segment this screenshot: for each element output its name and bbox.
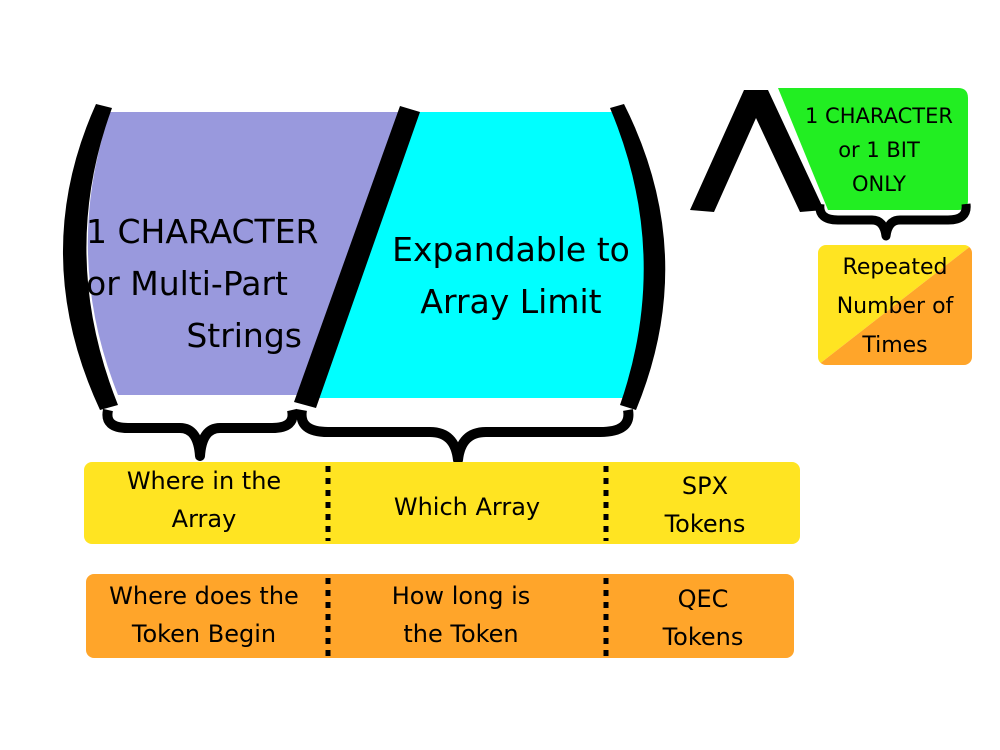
- left-segment-label: 1 CHARACTER or Multi-Part Strings: [86, 206, 338, 362]
- qec-col-label: QEC Tokens: [612, 580, 794, 656]
- spx-col-where-line-1: Where in the: [126, 467, 282, 495]
- middle-brace: [296, 409, 634, 465]
- repeat-box-line-2: Number of: [836, 294, 954, 319]
- spx-col-label: SPX Tokens: [612, 467, 798, 543]
- caret-box-line-2: or 1 BIT: [838, 138, 920, 162]
- left-segment-fill: [87, 112, 398, 395]
- left-brace: [102, 408, 298, 461]
- spx-col-which: Which Array: [334, 488, 600, 526]
- spx-row: [84, 462, 800, 544]
- qec-col-begin: Where does the Token Begin: [86, 577, 322, 653]
- qec-col-begin-line-1: Where does the: [109, 582, 299, 610]
- left-segment-line-3: Strings: [186, 316, 302, 355]
- middle-segment-line-1: Expandable to: [392, 230, 630, 269]
- qec-col-length-line-1: How long is: [391, 582, 531, 610]
- caret-box-label: 1 CHARACTER or 1 BIT ONLY: [794, 99, 964, 201]
- spx-col-which-line-1: Which Array: [393, 493, 541, 521]
- repeat-box: [818, 245, 972, 365]
- qec-col-label-line-1: QEC: [677, 585, 729, 613]
- repeat-box-line-1: Repeated: [842, 255, 948, 280]
- spx-col-where-line-2: Array: [171, 505, 237, 533]
- qec-col-length: How long is the Token: [334, 577, 588, 653]
- left-segment-line-1: 1 CHARACTER: [86, 212, 319, 251]
- repeat-box-line-3: Times: [862, 333, 928, 358]
- spx-col-label-line-1: SPX: [681, 472, 729, 500]
- left-segment-line-2: or Multi-Part: [86, 264, 288, 303]
- middle-segment-fill: [312, 112, 659, 398]
- caret-box: [778, 88, 968, 210]
- caret-box-line-3: ONLY: [852, 172, 906, 196]
- caret-box-line-1: 1 CHARACTER: [805, 104, 953, 128]
- spx-col-label-line-2: Tokens: [664, 510, 746, 538]
- right-parenthesis: [610, 104, 666, 410]
- slash-divider: [294, 106, 420, 408]
- qec-col-label-line-2: Tokens: [662, 623, 744, 651]
- repeat-box-label: Repeated Number of Times: [818, 248, 972, 365]
- qec-row: [86, 574, 794, 658]
- middle-segment-label: Expandable to Array Limit: [380, 224, 642, 328]
- caret-brace: [815, 203, 971, 241]
- qec-col-length-line-2: the Token: [403, 620, 519, 648]
- qec-col-begin-line-2: Token Begin: [131, 620, 277, 648]
- spx-col-where: Where in the Array: [86, 462, 322, 538]
- middle-segment-line-2: Array Limit: [420, 282, 602, 321]
- left-parenthesis: [62, 104, 118, 410]
- caret-symbol: [690, 90, 824, 212]
